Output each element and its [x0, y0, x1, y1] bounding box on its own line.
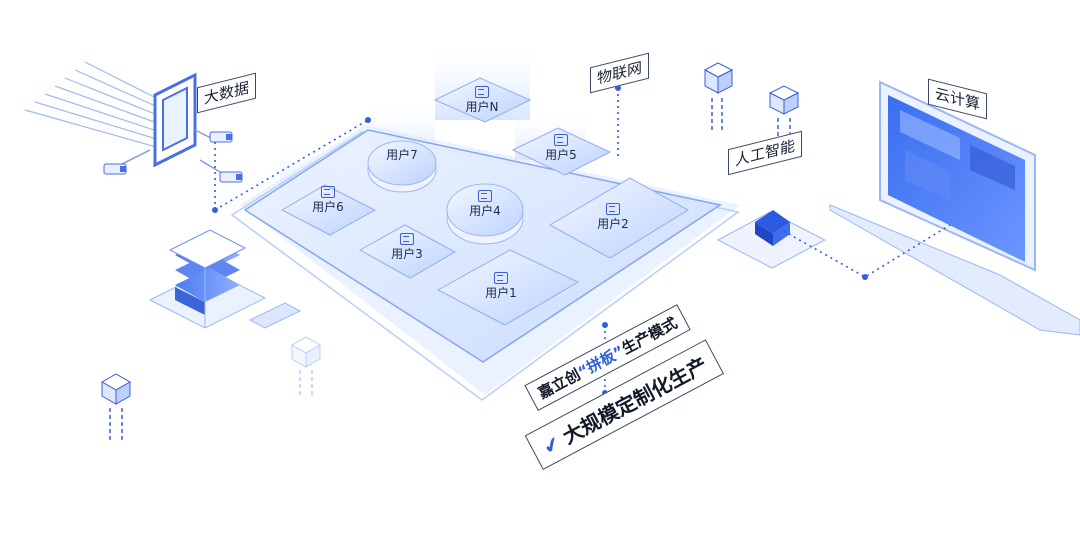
- disc-user-4: [446, 183, 524, 245]
- user-1-text: 用户1: [485, 286, 517, 300]
- user-label-3: 用户3: [372, 233, 442, 261]
- tile-user-1: [436, 249, 580, 326]
- server-stack: [148, 229, 302, 329]
- chip-icon: [400, 233, 414, 245]
- tile-user-5: [511, 127, 612, 176]
- chip-icon: [475, 86, 489, 98]
- chip-icon: [606, 203, 620, 215]
- cube-drops-faint: [299, 370, 313, 395]
- ai-chip: [716, 210, 827, 269]
- user-6-text: 用户6: [312, 200, 344, 214]
- plug-3: [219, 171, 243, 183]
- cube-1: [703, 62, 734, 94]
- user-7-text: 用户7: [386, 148, 418, 162]
- user-label-5: 用户5: [526, 134, 596, 162]
- data-streaks: [24, 61, 161, 149]
- cube-3: [100, 373, 132, 405]
- user-label-2: 用户2: [578, 203, 648, 231]
- big-data-frame: [153, 72, 197, 168]
- user-label-6: 用户6: [293, 186, 363, 214]
- user-label-1: 用户1: [466, 272, 536, 300]
- connectors: [214, 88, 951, 395]
- user-label-n: 用户N: [447, 86, 517, 114]
- cube-4: [290, 336, 322, 368]
- user-label-4: 用户4: [450, 190, 520, 218]
- chip-icon: [321, 186, 335, 198]
- plug-1: [103, 163, 127, 175]
- user-3-text: 用户3: [391, 247, 423, 261]
- disc-user-7: [367, 140, 437, 193]
- tile-user-3: [358, 224, 457, 279]
- tile-user-2: [548, 177, 689, 259]
- chip-icon: [478, 190, 492, 202]
- plug-2: [209, 131, 233, 143]
- user-label-7: 用户7: [367, 148, 437, 162]
- tile-user-6: [280, 184, 377, 236]
- chip-icon: [554, 134, 568, 146]
- user-2-text: 用户2: [597, 217, 629, 231]
- cloud-screen: [829, 80, 1080, 336]
- tile-user-n: [433, 77, 532, 123]
- cube-2: [768, 85, 800, 115]
- chip-icon: [494, 272, 508, 284]
- user-n-text: 用户N: [465, 100, 499, 114]
- user-5-text: 用户5: [545, 148, 577, 162]
- check-icon: ✔: [538, 430, 565, 460]
- user-4-text: 用户4: [469, 204, 501, 218]
